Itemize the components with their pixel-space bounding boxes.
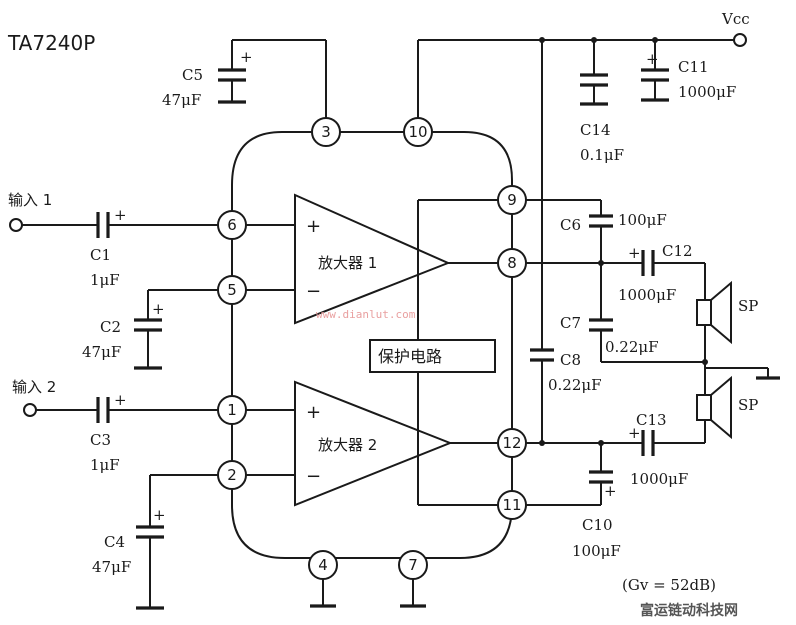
amp-1-plus: + bbox=[306, 216, 321, 237]
pin-10: 10 bbox=[403, 117, 433, 147]
c6-ref: C6 bbox=[560, 216, 581, 234]
svg-text:+: + bbox=[604, 482, 617, 500]
speaker-1 bbox=[696, 280, 732, 345]
svg-text:+: + bbox=[628, 244, 641, 262]
c13-value: 1000μF bbox=[630, 470, 688, 488]
pin-11: 11 bbox=[497, 490, 527, 520]
c14-ref: C14 bbox=[580, 121, 611, 139]
input-1-terminal bbox=[9, 218, 23, 232]
c8-ref: C8 bbox=[560, 351, 581, 369]
input-1-label: 输入 1 bbox=[8, 191, 52, 209]
speaker-2-label: SP bbox=[738, 396, 758, 414]
pin-4: 4 bbox=[308, 550, 338, 580]
vcc-terminal bbox=[733, 33, 747, 47]
c13-ref: C13 bbox=[636, 411, 667, 429]
svg-text:+: + bbox=[153, 506, 166, 524]
c1-ref: C1 bbox=[90, 246, 111, 264]
pin-12: 12 bbox=[497, 428, 527, 458]
svg-text:+: + bbox=[240, 48, 253, 66]
vcc-label: Vcc bbox=[721, 10, 750, 28]
c11-value: 1000μF bbox=[678, 83, 736, 101]
c12-ref: C12 bbox=[662, 242, 693, 260]
c4-value: 47μF bbox=[92, 558, 131, 576]
pin-3: 3 bbox=[311, 117, 341, 147]
pin-2: 2 bbox=[217, 460, 247, 490]
svg-text:7: 7 bbox=[408, 556, 418, 574]
svg-text:+: + bbox=[114, 206, 127, 224]
c3-value: 1μF bbox=[90, 456, 120, 474]
protection-circuit-box bbox=[369, 339, 496, 373]
speaker-2 bbox=[696, 375, 732, 440]
svg-text:4: 4 bbox=[318, 556, 328, 574]
input-2-terminal bbox=[23, 403, 37, 417]
svg-text:+: + bbox=[152, 300, 165, 318]
svg-text:+: + bbox=[628, 424, 641, 442]
svg-text:5: 5 bbox=[227, 281, 237, 299]
svg-text:+: + bbox=[114, 391, 127, 409]
pin-8: 8 bbox=[497, 248, 527, 278]
c1-value: 1μF bbox=[90, 271, 120, 289]
c4-ref: C4 bbox=[104, 533, 125, 551]
c7-value: 0.22μF bbox=[605, 338, 659, 356]
amp-1-label: 放大器 1 bbox=[318, 254, 377, 272]
svg-text:+: + bbox=[646, 50, 659, 68]
c11-ref: C11 bbox=[678, 58, 709, 76]
c12-value: 1000μF bbox=[618, 286, 676, 304]
c5-ref: C5 bbox=[182, 66, 203, 84]
svg-text:11: 11 bbox=[502, 496, 521, 514]
c6-value: 100μF bbox=[618, 211, 667, 229]
amplifier-2 bbox=[294, 380, 453, 507]
input-2-label: 输入 2 bbox=[12, 378, 56, 396]
watermark: www.dianlut.com bbox=[316, 308, 416, 321]
site-logo: 富运链动科技网 bbox=[640, 602, 738, 619]
amp-2-minus: − bbox=[306, 466, 321, 487]
c2-ref: C2 bbox=[100, 318, 121, 336]
amp-1-minus: − bbox=[306, 281, 321, 302]
svg-text:6: 6 bbox=[227, 216, 237, 234]
svg-text:12: 12 bbox=[502, 434, 521, 452]
pin-6: 6 bbox=[217, 210, 247, 240]
pin-1: 1 bbox=[217, 395, 247, 425]
pin-5: 5 bbox=[217, 275, 247, 305]
gain-note: (Gv = 52dB) bbox=[622, 576, 716, 594]
c7-ref: C7 bbox=[560, 314, 581, 332]
chip-title: TA7240P bbox=[7, 31, 95, 55]
svg-text:2: 2 bbox=[227, 466, 237, 484]
svg-text:1: 1 bbox=[227, 401, 237, 419]
svg-text:8: 8 bbox=[507, 254, 517, 272]
svg-text:3: 3 bbox=[321, 123, 331, 141]
c10-ref: C10 bbox=[582, 516, 613, 534]
protection-label: 保护电路 bbox=[378, 347, 442, 366]
c14-value: 0.1μF bbox=[580, 146, 624, 164]
c10-value: 100μF bbox=[572, 542, 621, 560]
amp-2-plus: + bbox=[306, 402, 321, 423]
speaker-1-label: SP bbox=[738, 297, 758, 315]
svg-text:9: 9 bbox=[507, 191, 517, 209]
amp-2-label: 放大器 2 bbox=[318, 436, 377, 454]
c3-ref: C3 bbox=[90, 431, 111, 449]
c2-value: 47μF bbox=[82, 343, 121, 361]
pin-9: 9 bbox=[497, 185, 527, 215]
c8-value: 0.22μF bbox=[548, 376, 602, 394]
svg-text:10: 10 bbox=[408, 123, 427, 141]
c5-value: 47μF bbox=[162, 91, 201, 109]
amplifier-1 bbox=[294, 193, 451, 325]
pin-7: 7 bbox=[398, 550, 428, 580]
